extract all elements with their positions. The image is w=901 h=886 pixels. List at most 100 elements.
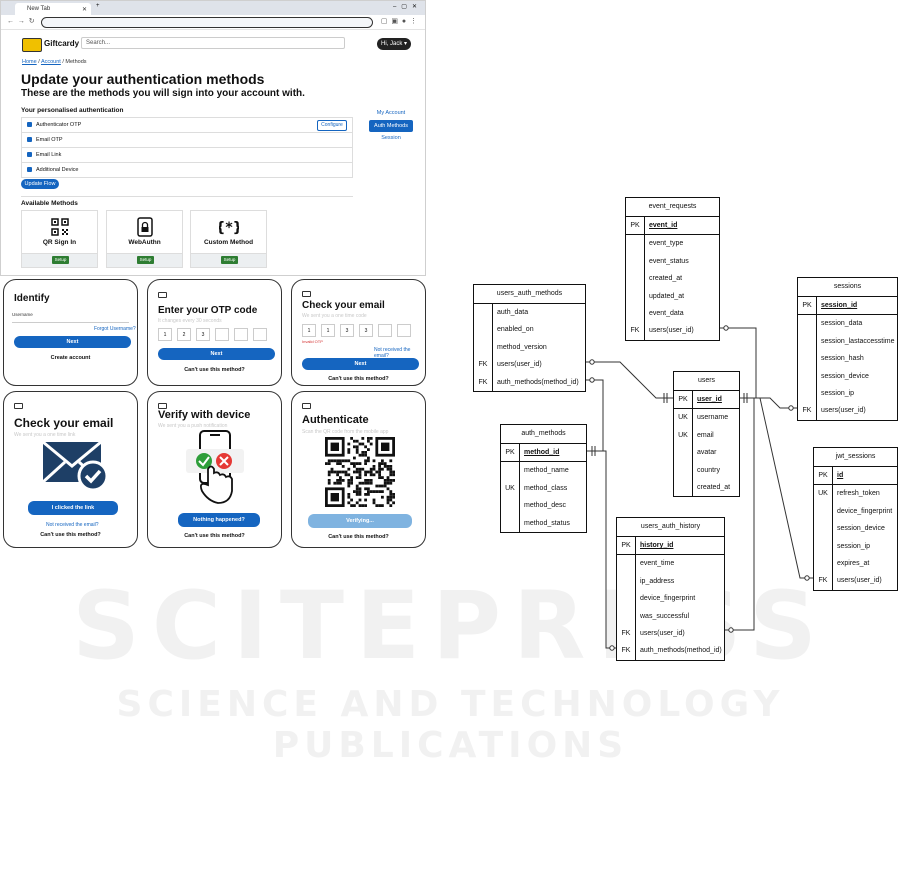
nav-buttons[interactable]: ← → ↻ — [7, 18, 35, 25]
setup-button[interactable]: Setup — [137, 256, 154, 264]
side-nav-session[interactable]: Session — [381, 135, 401, 141]
window-controls[interactable]: – ▢ ✕ — [392, 4, 417, 10]
verifying-button[interactable]: Verifying... — [308, 514, 412, 528]
list-item[interactable]: Email OTP — [22, 133, 352, 148]
checkbox[interactable] — [27, 122, 32, 127]
otp-digit-box[interactable]: 1 — [302, 324, 316, 337]
user-menu-button[interactable]: Hi, Jack ▾ — [377, 38, 411, 50]
page-subtitle: These are the methods you will sign into… — [21, 88, 305, 99]
key-cell: PK — [798, 297, 817, 315]
otp-digit-box[interactable] — [234, 328, 248, 341]
next-button[interactable]: Next — [302, 358, 419, 370]
checkbox[interactable] — [27, 152, 32, 157]
field-cell: updated_at — [649, 292, 685, 300]
otp-digit-box[interactable]: 1 — [321, 324, 335, 337]
cant-use-link[interactable]: Can't use this method? — [328, 376, 389, 382]
nothing-happened-button[interactable]: Nothing happened? — [178, 513, 260, 527]
key-cell — [617, 572, 636, 591]
side-nav-auth-methods[interactable]: Auth Methods — [369, 120, 413, 132]
otp-digit-box[interactable]: 3 — [359, 324, 373, 337]
field-cell: id — [837, 472, 844, 479]
method-card-qr: QR Sign In Setup — [21, 210, 98, 268]
field-cell: user_id — [697, 396, 722, 403]
new-tab-icon[interactable]: + — [96, 3, 100, 9]
key-cell — [617, 590, 636, 608]
otp-digit-box[interactable] — [253, 328, 267, 341]
toolbar-icons[interactable]: ▢ ▣ ● ⋮ — [380, 18, 417, 25]
resend-link[interactable]: Not received the email? — [374, 347, 411, 359]
table-row: event_data — [626, 304, 719, 323]
field-cell: method_id — [524, 449, 560, 456]
breadcrumb-account[interactable]: Account — [40, 59, 61, 65]
browser-tab[interactable]: New Tab ✕ — [15, 3, 91, 15]
table-row: session_device — [814, 520, 897, 538]
otp-digit-box[interactable] — [397, 324, 411, 337]
next-button[interactable]: Next — [158, 348, 275, 360]
field-cell: users(user_id) — [837, 577, 882, 585]
tab-close-icon[interactable]: ✕ — [81, 7, 87, 13]
list-item[interactable]: Additional Device — [22, 163, 352, 177]
field-cell: users(user_id) — [640, 629, 685, 637]
table-row: ip_address — [617, 572, 724, 591]
otp-digit-box[interactable] — [215, 328, 229, 341]
username-field[interactable]: Username — [12, 312, 129, 323]
back-arrow-icon[interactable] — [14, 403, 23, 409]
field-cell: expires_at — [837, 559, 870, 567]
otp-digit-box[interactable]: 2 — [177, 328, 191, 341]
field-cell: country — [697, 466, 720, 474]
breadcrumb-home[interactable]: Home — [22, 59, 37, 65]
cant-use-link[interactable]: Can't use this method? — [328, 534, 389, 540]
panel-title: Check your email — [14, 416, 114, 430]
setup-button[interactable]: Setup — [52, 256, 69, 264]
side-nav-my-account[interactable]: My Account — [376, 110, 406, 116]
list-item[interactable]: Email Link — [22, 148, 352, 163]
otp-digit-box[interactable]: 1 — [158, 328, 172, 341]
cant-use-link[interactable]: Can't use this method? — [184, 533, 245, 539]
key-cell: FK — [474, 373, 493, 391]
forgot-username-link[interactable]: Forgot Username? — [94, 326, 136, 332]
create-account-link[interactable]: Create account — [50, 355, 91, 361]
method-label: Authenticator OTP — [36, 122, 82, 128]
otp-digit-box[interactable]: 3 — [196, 328, 210, 341]
field-cell: session_device — [837, 525, 885, 533]
back-arrow-icon[interactable] — [158, 292, 167, 298]
panel-subtitle: Scan the QR code from the mobile app — [302, 429, 389, 435]
key-cell — [474, 338, 493, 357]
key-cell: FK — [626, 322, 645, 340]
update-flow-button[interactable]: Update Flow — [21, 179, 59, 189]
table-row: session_ip — [798, 384, 897, 403]
otp-digit-box[interactable]: 3 — [340, 324, 354, 337]
panel-title: Enter your OTP code — [158, 305, 258, 316]
checkbox[interactable] — [27, 167, 32, 172]
setup-button[interactable]: Setup — [221, 256, 238, 264]
configure-button[interactable]: Configure — [317, 120, 347, 131]
otp-digit-box[interactable] — [378, 324, 392, 337]
phone-approve-icon — [186, 430, 244, 504]
back-arrow-icon[interactable] — [302, 291, 311, 297]
search-input[interactable]: Search... — [81, 37, 345, 49]
resend-link[interactable]: Not received the email? — [46, 522, 99, 528]
back-arrow-icon[interactable] — [302, 403, 311, 409]
checkbox[interactable] — [27, 137, 32, 142]
key-cell — [798, 367, 817, 385]
cant-use-link[interactable]: Can't use this method? — [184, 367, 245, 373]
cant-use-link[interactable]: Can't use this method? — [40, 532, 101, 538]
next-button[interactable]: Next — [14, 336, 131, 348]
divider — [21, 196, 353, 197]
list-item[interactable]: Authenticator OTP Configure — [22, 118, 352, 133]
back-arrow-icon[interactable] — [158, 403, 167, 409]
url-input[interactable] — [41, 17, 373, 28]
browser-window: New Tab ✕ + – ▢ ✕ ← → ↻ ▢ ▣ ● ⋮ Giftcard… — [0, 0, 426, 276]
i-clicked-link-button[interactable]: I clicked the link — [28, 501, 118, 515]
table-row: method_version — [474, 338, 585, 357]
key-cell — [814, 537, 833, 555]
